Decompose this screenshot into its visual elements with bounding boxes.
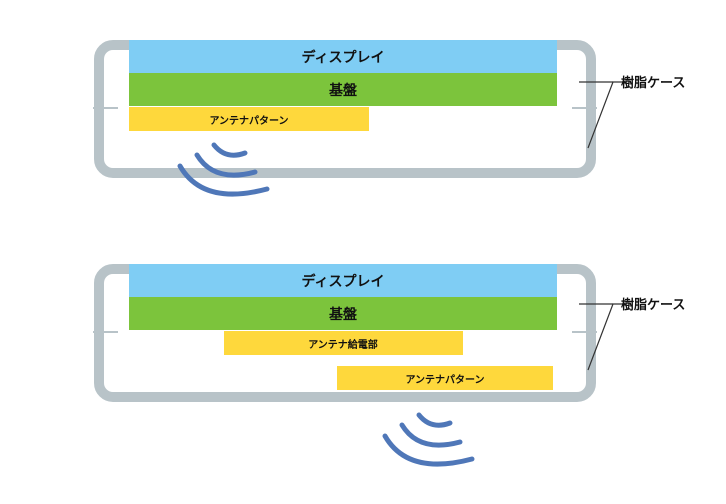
- signal-wave-icon: [382, 412, 475, 467]
- display-layer: [129, 40, 557, 73]
- display-label: ディスプレイ: [301, 49, 384, 66]
- antenna-pattern: [129, 107, 369, 131]
- antenna-feed-label: アンテナ給電部: [308, 338, 378, 351]
- antenna-pattern-label: アンテナパターン: [405, 374, 484, 386]
- signal-wave-arc-small: [416, 412, 453, 428]
- board-label: 基盤: [329, 82, 358, 99]
- signal-wave-arc-large: [177, 163, 270, 197]
- display-label: ディスプレイ: [301, 273, 384, 290]
- case-label: 樹脂ケース: [621, 297, 685, 313]
- top-diagram: ディスプレイ 基盤 アンテナパターン 樹脂ケース: [93, 40, 685, 197]
- case-label: 樹脂ケース: [621, 75, 685, 91]
- antenna-feed: [224, 331, 463, 355]
- signal-wave-arc-medium: [194, 152, 258, 178]
- board-layer: [129, 297, 557, 330]
- board-label: 基盤: [329, 306, 358, 323]
- bottom-diagram: ディスプレイ 基盤 アンテナ給電部 アンテナパターン 樹脂ケース: [93, 264, 685, 467]
- signal-wave-icon: [177, 142, 270, 197]
- signal-wave-arc-medium: [399, 422, 463, 448]
- signal-wave-arc-small: [211, 142, 248, 158]
- signal-wave-arc-large: [382, 433, 475, 467]
- board-layer: [129, 73, 557, 106]
- antenna-pattern-label: アンテナパターン: [209, 115, 288, 127]
- antenna-pattern: [337, 366, 553, 390]
- display-layer: [129, 264, 557, 297]
